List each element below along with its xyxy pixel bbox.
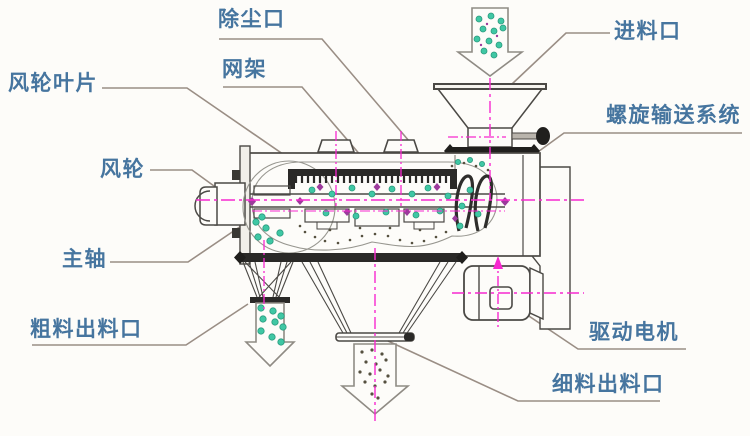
label-screw-conveyor: 螺旋输送系统 bbox=[606, 103, 741, 127]
leader-drive-motor bbox=[507, 301, 686, 350]
leader-lines bbox=[32, 32, 742, 402]
chamber-bolts-purple bbox=[248, 183, 509, 222]
motor-centerline-arrow bbox=[493, 256, 503, 269]
feed-arrow bbox=[455, 7, 525, 77]
coarse-particles bbox=[257, 304, 287, 346]
label-dust-port: 除尘口 bbox=[218, 7, 286, 31]
leader-impeller bbox=[150, 169, 215, 187]
centerlines bbox=[196, 78, 584, 424]
fine-particles bbox=[358, 348, 390, 400]
fine-funnel bbox=[301, 261, 457, 342]
label-drive-motor: 驱动电机 bbox=[589, 320, 679, 344]
coarse-outlet-arrow bbox=[244, 302, 296, 368]
leader-fine-outlet bbox=[387, 340, 660, 402]
screw-coil bbox=[454, 174, 494, 232]
label-impeller: 风轮 bbox=[100, 157, 145, 181]
chamber-particles-teal bbox=[252, 156, 485, 245]
label-impeller-blades: 风轮叶片 bbox=[8, 71, 98, 95]
machine-housing bbox=[232, 139, 541, 265]
label-main-shaft: 主轴 bbox=[62, 247, 107, 271]
shaft-end-cap bbox=[194, 182, 246, 226]
leader-feed-inlet bbox=[511, 32, 610, 85]
leader-main-shaft bbox=[110, 223, 245, 263]
motor-bracket bbox=[529, 266, 544, 321]
bottom-flange bbox=[234, 251, 468, 264]
coarse-funnel bbox=[242, 261, 294, 303]
mesh-frame bbox=[288, 169, 457, 189]
label-mesh-frame: 网架 bbox=[222, 57, 267, 81]
feed-particle-dots bbox=[479, 22, 499, 47]
leader-dust-port bbox=[219, 38, 416, 149]
hopper-clamp-bolt bbox=[511, 127, 550, 145]
chamber-dust-dots bbox=[298, 161, 490, 245]
motor-hub bbox=[489, 286, 513, 310]
label-feed-inlet: 进料口 bbox=[614, 19, 682, 43]
mesh-teeth bbox=[294, 176, 448, 183]
feed-particles bbox=[473, 12, 507, 59]
leader-impeller-blades bbox=[102, 87, 323, 182]
leader-coarse-outlet bbox=[32, 303, 249, 346]
label-fine-outlet: 细料出料口 bbox=[552, 372, 665, 396]
label-coarse-outlet: 粗料出料口 bbox=[30, 317, 143, 341]
drive-motor bbox=[463, 265, 544, 321]
